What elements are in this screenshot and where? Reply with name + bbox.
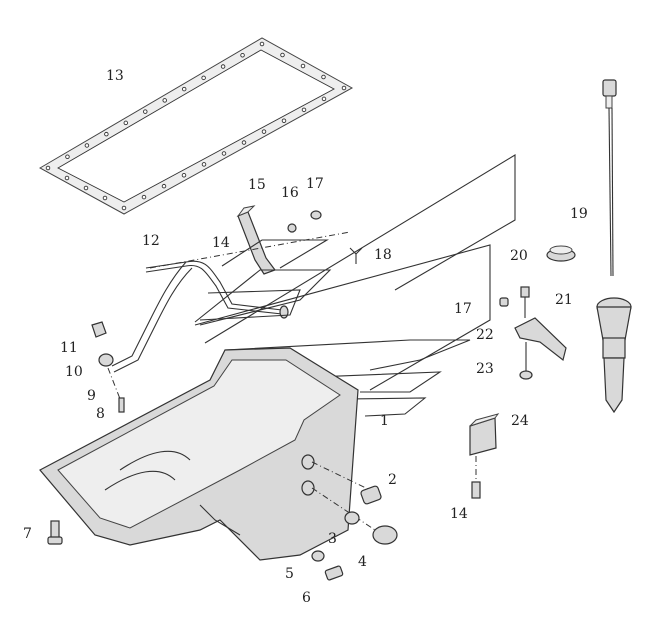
callout-15: 15: [248, 177, 266, 193]
gasket-bolt-hole: [123, 120, 129, 126]
gasket-bolt-hole: [181, 173, 187, 178]
pan-gasket: [38, 37, 354, 215]
gasket-bolt-hole: [83, 185, 89, 191]
gasket-bolt-hole: [220, 64, 226, 69]
gasket-bolt-hole: [261, 129, 267, 134]
callout-19: 19: [570, 206, 588, 222]
callout-14-lower: 14: [450, 506, 468, 522]
gasket-bolt-hole: [259, 41, 265, 47]
gasket-bolt-hole: [241, 140, 247, 145]
gasket-bolt-hole: [45, 165, 51, 171]
gasket-bolt-hole: [181, 86, 187, 92]
gasket-bolt-hole: [161, 183, 167, 189]
callout-22: 22: [476, 327, 494, 343]
callout-6: 6: [302, 590, 311, 606]
gasket-bolt-hole: [281, 118, 287, 123]
callout-12: 12: [142, 233, 160, 249]
pan-bolt: [47, 520, 63, 545]
gasket-bolt-hole: [65, 154, 70, 159]
gasket-bolt-hole: [341, 85, 347, 91]
callout-20: 20: [510, 248, 528, 264]
callout-3: 3: [328, 531, 337, 547]
gasket-bolt-hole: [141, 194, 147, 200]
breather-cap: [546, 245, 576, 262]
gasket-bolt-hole: [104, 131, 109, 137]
support-bracket: [499, 286, 567, 380]
gasket-bolt-hole: [84, 143, 90, 148]
dipstick: [602, 79, 617, 277]
callout-7: 7: [23, 526, 32, 542]
callout-24: 24: [511, 413, 529, 429]
gasket-bolt-hole: [201, 162, 207, 167]
gasket-bolt-hole: [201, 75, 206, 81]
callout-10: 10: [65, 364, 83, 380]
gasket-bolt-hole: [121, 205, 127, 211]
gasket-bolt-hole: [162, 98, 167, 103]
gasket-bolt-hole: [301, 107, 307, 113]
drain-plugs: [311, 485, 398, 581]
callout-1: 1: [380, 413, 389, 429]
callout-2: 2: [388, 472, 397, 488]
callout-labels: 1 2 3 4 5 6 7 8 9 10 11 12 13 14 14 15 1…: [23, 68, 588, 606]
gasket-bolt-hole: [321, 96, 327, 102]
gasket-bolt-hole: [221, 151, 227, 156]
callout-21: 21: [555, 292, 573, 308]
gasket-bolt-hole: [64, 175, 70, 181]
callout-11: 11: [60, 340, 78, 356]
small-fasteners: [149, 210, 363, 269]
gasket-bolt-hole: [321, 74, 326, 80]
callout-5: 5: [285, 566, 294, 582]
oil-suction-tube: [111, 260, 289, 373]
gasket-bolt-hole: [143, 109, 148, 114]
callout-17-upper: 17: [306, 176, 324, 192]
callout-leaders: [194, 154, 516, 417]
oil-pan: [39, 347, 376, 561]
callout-8: 8: [96, 406, 105, 422]
callout-13: 13: [106, 68, 124, 84]
callout-14-upper: 14: [212, 235, 230, 251]
tube-flange: [91, 321, 125, 413]
callout-17-lower: 17: [454, 301, 472, 317]
callout-18: 18: [374, 247, 392, 263]
gasket-bolt-hole: [240, 53, 245, 58]
dipstick-guide-tube: [596, 297, 632, 414]
gasket-bolt-hole: [300, 63, 306, 69]
gasket-bolt-hole: [102, 195, 108, 201]
gasket-bolt-hole: [280, 52, 285, 58]
callout-23: 23: [476, 361, 494, 377]
callout-4: 4: [358, 554, 367, 570]
callout-9: 9: [87, 388, 96, 404]
callout-16: 16: [281, 185, 299, 201]
angle-bracket: [469, 413, 500, 499]
